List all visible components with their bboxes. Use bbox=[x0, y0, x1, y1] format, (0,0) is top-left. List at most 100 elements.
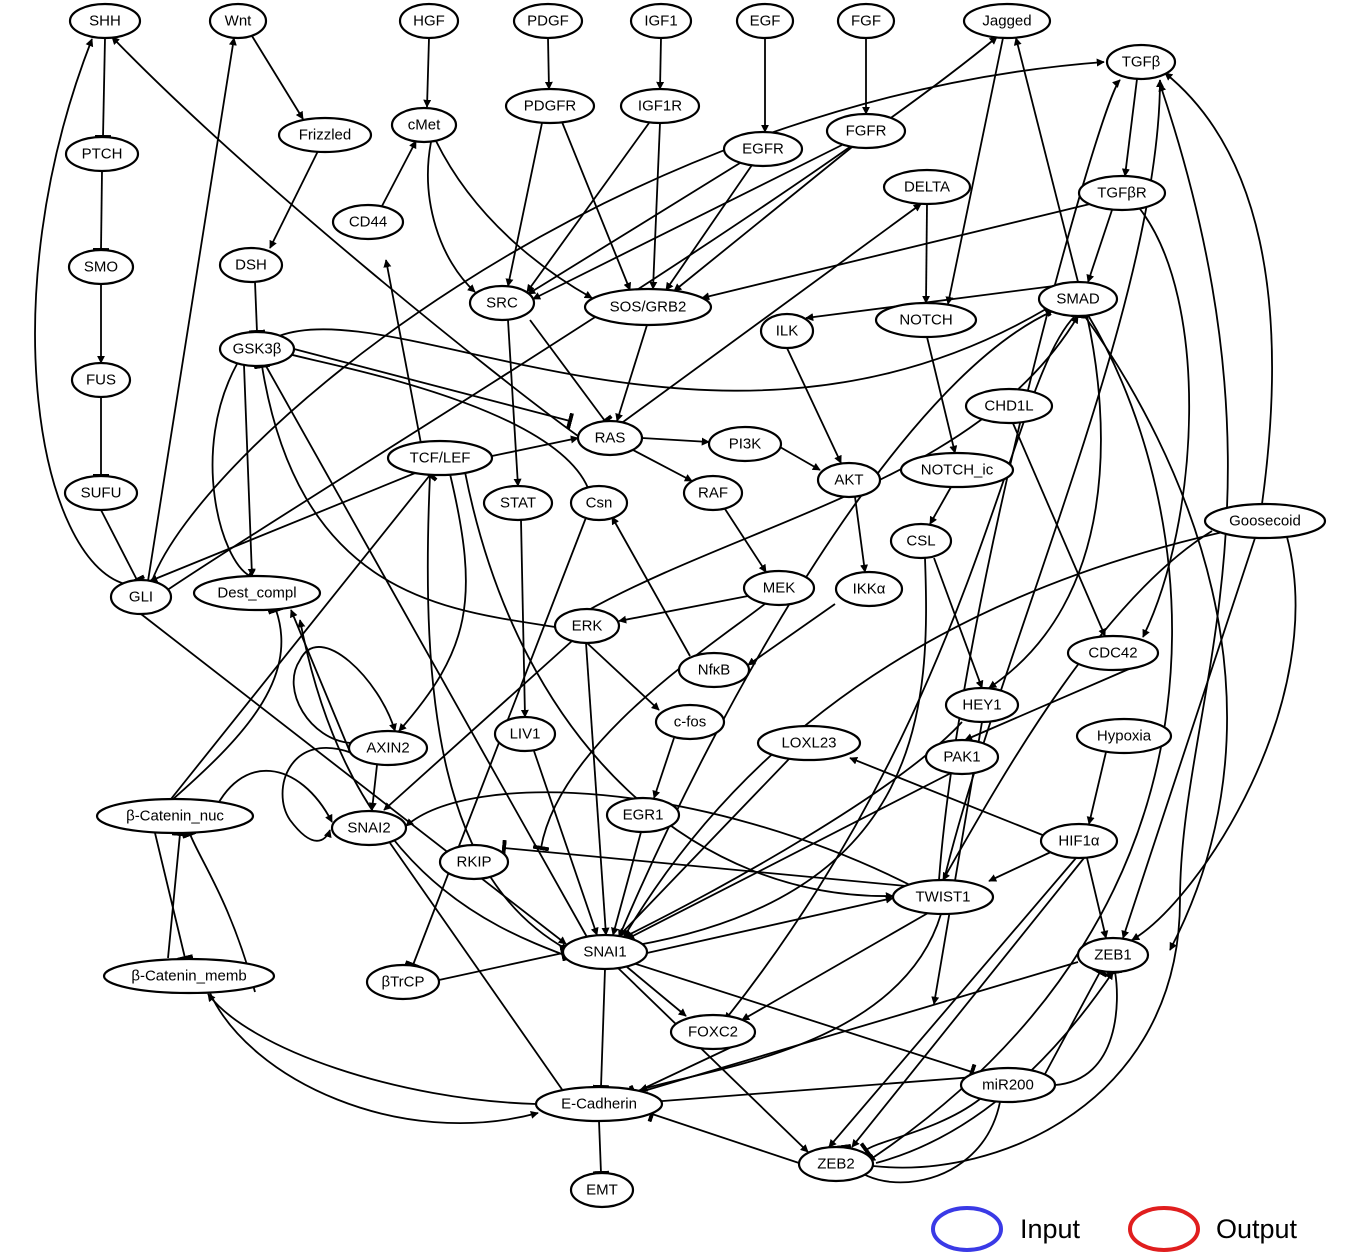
activation-edge bbox=[639, 913, 942, 1092]
svg-text:Jagged: Jagged bbox=[982, 13, 1031, 30]
node-notchic: NOTCH_ic bbox=[899, 451, 1015, 489]
activation-edge bbox=[269, 150, 319, 249]
inhibition-edge bbox=[154, 832, 194, 962]
activation-edge bbox=[383, 640, 573, 811]
activation-edge bbox=[828, 857, 1077, 1148]
activation-edge bbox=[292, 646, 397, 744]
svg-text:βTrCP: βTrCP bbox=[381, 974, 424, 991]
node-goosecoid: Goosecoid bbox=[1203, 502, 1327, 540]
activation-edge bbox=[1011, 420, 1106, 637]
svg-text:Dest_compl: Dest_compl bbox=[217, 585, 296, 602]
node-ilk: ILK bbox=[759, 312, 815, 350]
activation-edge bbox=[632, 449, 693, 482]
activation-edge bbox=[526, 122, 650, 293]
inhibition-edge bbox=[1054, 968, 1124, 1086]
activation-edge bbox=[251, 35, 304, 120]
activation-edge bbox=[1164, 72, 1273, 505]
node-jagged: Jagged bbox=[962, 2, 1052, 40]
svg-text:EGR1: EGR1 bbox=[623, 807, 664, 824]
activation-edge bbox=[786, 347, 842, 464]
svg-text:AXIN2: AXIN2 bbox=[366, 740, 409, 757]
svg-text:DSH: DSH bbox=[235, 257, 267, 274]
activation-edge bbox=[945, 37, 1004, 305]
activation-edge bbox=[926, 336, 958, 454]
activation-edge bbox=[988, 315, 1102, 689]
svg-text:EGF: EGF bbox=[750, 13, 781, 30]
activation-edge bbox=[922, 203, 931, 304]
svg-text:NfκB: NfκB bbox=[698, 662, 731, 679]
svg-text:MEK: MEK bbox=[763, 580, 796, 597]
node-rkip: RKIP bbox=[438, 843, 510, 881]
node-fgf: FGF bbox=[836, 2, 896, 40]
svg-text:RAS: RAS bbox=[595, 430, 626, 447]
activation-edge bbox=[111, 36, 579, 437]
svg-text:IGF1R: IGF1R bbox=[638, 98, 682, 115]
inhibition-edge bbox=[532, 602, 767, 852]
node-zeb1: ZEB1 bbox=[1076, 936, 1150, 974]
activation-edge bbox=[964, 668, 1130, 741]
activation-edge bbox=[243, 364, 256, 577]
activation-edge bbox=[615, 324, 648, 422]
inhibition-edge bbox=[1044, 966, 1108, 1075]
activation-edge bbox=[656, 37, 665, 90]
svg-text:SHH: SHH bbox=[89, 13, 121, 30]
legend-output-swatch bbox=[1128, 1206, 1200, 1252]
svg-text:STAT: STAT bbox=[500, 495, 536, 512]
svg-text:PI3K: PI3K bbox=[729, 436, 762, 453]
activation-edge bbox=[741, 912, 929, 1021]
svg-text:cMet: cMet bbox=[408, 117, 441, 134]
inhibition-edge bbox=[592, 968, 610, 1090]
activation-edge bbox=[520, 519, 529, 718]
node-tgfb: TGFβ bbox=[1105, 43, 1177, 81]
svg-text:ZEB1: ZEB1 bbox=[1094, 947, 1132, 964]
activation-edge bbox=[207, 993, 537, 1105]
svg-text:NOTCH: NOTCH bbox=[899, 312, 952, 329]
activation-edge bbox=[1085, 317, 1228, 951]
svg-text:GLI: GLI bbox=[129, 589, 153, 606]
svg-text:SMAD: SMAD bbox=[1056, 291, 1100, 308]
activation-edge bbox=[646, 895, 894, 954]
activation-edge bbox=[851, 857, 1085, 1148]
svg-text:ERK: ERK bbox=[572, 618, 603, 635]
activation-edge bbox=[1131, 536, 1297, 941]
activation-edge bbox=[619, 557, 927, 951]
svg-text:CHD1L: CHD1L bbox=[984, 398, 1033, 415]
node-igf1: IGF1 bbox=[629, 2, 693, 40]
svg-text:SNAI2: SNAI2 bbox=[347, 820, 390, 837]
node-akt: AKT bbox=[816, 461, 882, 499]
node-fus: FUS bbox=[70, 361, 132, 399]
svg-text:CDC42: CDC42 bbox=[1088, 645, 1137, 662]
node-erk: ERK bbox=[553, 607, 621, 645]
node-wnt: Wnt bbox=[208, 2, 268, 40]
node-egf: EGF bbox=[735, 2, 795, 40]
svg-text:c-fos: c-fos bbox=[674, 714, 707, 731]
svg-text:miR200: miR200 bbox=[982, 1077, 1034, 1094]
node-csl: CSL bbox=[889, 522, 953, 560]
inhibition-edge bbox=[632, 962, 977, 1081]
node-nfkb: NfκB bbox=[677, 651, 751, 689]
svg-text:ZEB2: ZEB2 bbox=[817, 1156, 855, 1173]
activation-edge bbox=[585, 642, 610, 936]
svg-text:PDGF: PDGF bbox=[527, 13, 569, 30]
node-loxl23: LOXL23 bbox=[756, 724, 862, 762]
activation-edge bbox=[149, 466, 431, 582]
node-smo: SMO bbox=[67, 248, 135, 286]
activation-edge bbox=[929, 486, 952, 525]
svg-text:SNAI1: SNAI1 bbox=[583, 944, 626, 961]
svg-text:LOXL23: LOXL23 bbox=[781, 735, 836, 752]
svg-text:Hypoxia: Hypoxia bbox=[1097, 728, 1152, 745]
svg-text:FGF: FGF bbox=[851, 13, 881, 30]
inhibition-edge bbox=[92, 170, 110, 253]
svg-text:TWIST1: TWIST1 bbox=[916, 889, 971, 906]
activation-edge bbox=[867, 314, 1173, 1162]
activation-edge bbox=[747, 603, 836, 666]
svg-text:TGFβR: TGFβR bbox=[1097, 185, 1147, 202]
svg-text:ILK: ILK bbox=[776, 323, 799, 340]
activation-edge bbox=[701, 203, 1091, 301]
activation-edge bbox=[1121, 78, 1138, 177]
activation-edge bbox=[626, 771, 954, 940]
svg-text:SMO: SMO bbox=[84, 259, 118, 276]
svg-text:IGF1: IGF1 bbox=[644, 13, 677, 30]
node-mek: MEK bbox=[742, 569, 816, 607]
activation-edge bbox=[617, 967, 809, 1153]
